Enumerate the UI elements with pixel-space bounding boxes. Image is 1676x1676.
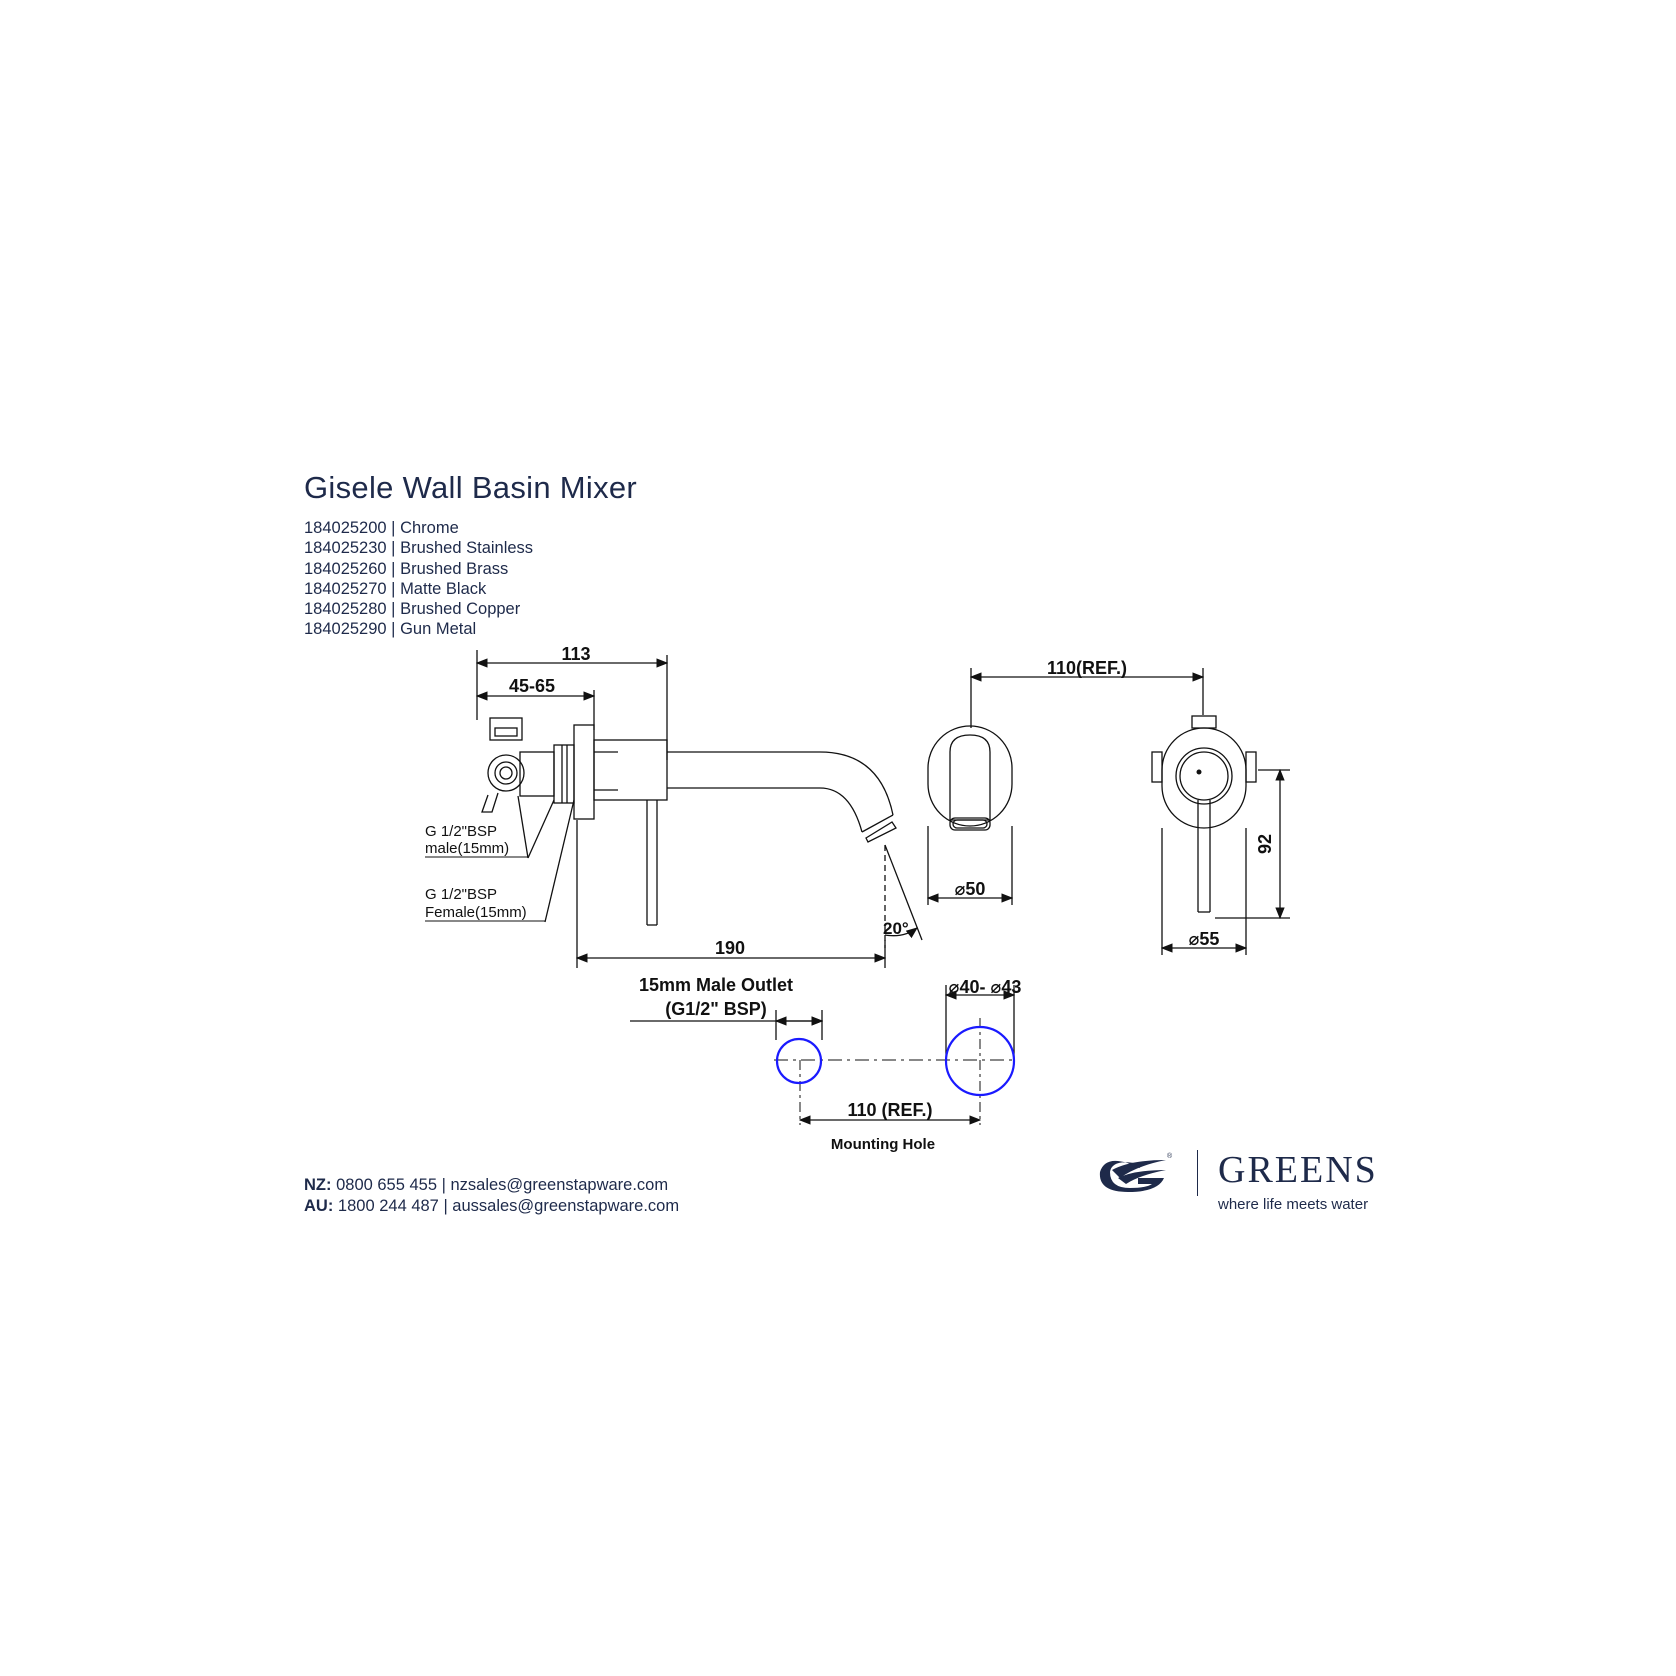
variant-item: 184025270 | Matte Black (304, 579, 487, 598)
variant-item: 184025290 | Gun Metal (304, 620, 477, 639)
female-thread-label-1: G 1/2"BSP (425, 886, 497, 903)
mounting-view (630, 985, 1016, 1125)
contact-nz: NZ: 0800 655 455 | nzsales@greenstapware… (304, 1176, 669, 1194)
dim-113-label: 113 (561, 644, 590, 664)
dim-50-label: ⌀50 (955, 879, 986, 899)
leader-female (544, 799, 575, 923)
contact-au: AU: 1800 244 487 | aussales@greenstapwar… (304, 1197, 680, 1215)
male-thread-label-2: male(15mm) (425, 840, 509, 857)
spout-bottom-edge (667, 787, 863, 833)
leader-male (527, 799, 555, 859)
dim-40-43-label: ⌀40- ⌀43 (949, 977, 1022, 997)
male-thread-label-1: G 1/2"BSP (425, 823, 497, 840)
dim-190-label: 190 (715, 938, 745, 958)
wall-plate (573, 724, 595, 820)
dim-92-label: 92 (1255, 834, 1275, 854)
brand-divider (1197, 1150, 1198, 1196)
front-view (926, 668, 1290, 955)
female-thread-label-2: Female(15mm) (425, 904, 527, 921)
page-title: Gisele Wall Basin Mixer (304, 470, 638, 505)
dim-45-65-label: 45-65 (509, 676, 555, 696)
variant-item: 184025230 | Brushed Stainless (304, 539, 534, 558)
outlet-label-2: (G1/2" BSP) (665, 999, 767, 1019)
brand-tagline: where life meets water (1218, 1196, 1369, 1213)
dim-110-ref-label: 110(REF.) (1047, 658, 1127, 678)
handle-plate (1161, 727, 1247, 829)
outlet-hole-circle (775, 1037, 823, 1085)
variant-item: 184025260 | Brushed Brass (304, 559, 509, 578)
handle-marker-dot (1196, 769, 1202, 775)
valve-body-circle (487, 754, 525, 792)
mounting-hole-label: Mounting Hole (831, 1136, 935, 1153)
spout-top-edge (667, 751, 894, 816)
variant-item: 184025200 | Chrome (304, 519, 459, 537)
outlet-label-1: 15mm Male Outlet (639, 975, 793, 995)
mounting-hole-circle (944, 1025, 1016, 1097)
contact-block: NZ: 0800 655 455 | nzsales@greenstapware… (304, 1175, 679, 1217)
variant-item: 184025280 | Brushed Copper (304, 600, 521, 619)
variant-list: 184025200 | Chrome 184025230 | Brushed S… (304, 518, 533, 640)
handle-top-cap (1191, 715, 1217, 729)
valve-top-block (489, 717, 523, 741)
greens-wave-logo-icon: ® (1099, 1152, 1173, 1192)
side-view (475, 650, 923, 968)
dim-55-label: ⌀55 (1189, 929, 1220, 949)
outlet-plate (927, 725, 1013, 827)
dim-110-ref-2-label: 110 (REF.) (847, 1100, 932, 1120)
angle-label: 20° (883, 919, 909, 938)
brand-name: GREENS (1218, 1149, 1378, 1191)
svg-text:®: ® (1167, 1152, 1173, 1160)
